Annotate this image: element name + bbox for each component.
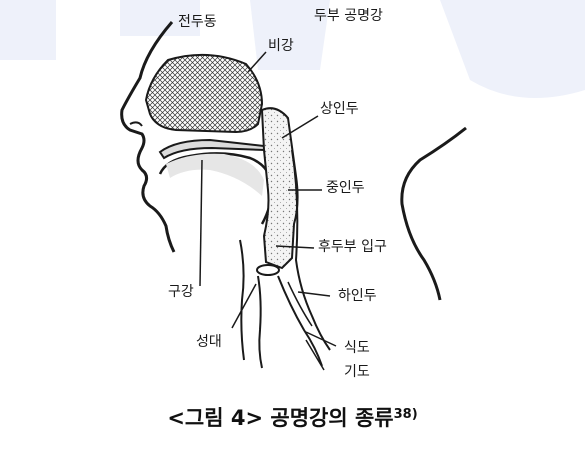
label-head-resonator: 두부 공명강 (314, 8, 383, 24)
label-trachea: 기도 (344, 364, 370, 380)
label-laryngeal-inlet: 후두부 입구 (318, 239, 387, 255)
nostril (129, 121, 143, 127)
posterior-pharynx-wall (291, 149, 331, 351)
leader-lines (199, 51, 337, 371)
label-hypopharynx: 하인두 (338, 288, 377, 304)
label-oral-cavity: 구강 (168, 284, 194, 300)
figure-caption: <그림 4> 공명강의 종류38) (0, 402, 585, 432)
background-watermark (0, 0, 585, 98)
head-back-outline (400, 126, 467, 301)
trachea-tube (257, 275, 263, 369)
label-nasal-cavity: 비강 (268, 38, 294, 54)
esophagus-inner (287, 281, 313, 327)
oral-cavity-fill (166, 153, 264, 196)
esophagus-tube (277, 275, 323, 367)
face-profile (120, 21, 176, 253)
nasal-cavity-shape (144, 53, 264, 134)
label-anterior-head: 전두동 (178, 14, 217, 30)
label-vocal-folds: 성대 (196, 334, 222, 350)
anterior-neck (239, 239, 245, 361)
caption-text: <그림 4> 공명강의 종류 (167, 406, 394, 430)
pharynx-shape (260, 107, 299, 270)
label-oropharynx: 중인두 (326, 180, 365, 196)
vocal-fold-ring (256, 264, 280, 276)
label-esophagus: 식도 (344, 340, 370, 356)
caption-footnote: 38) (393, 407, 418, 422)
label-nasopharynx: 상인두 (320, 101, 359, 117)
